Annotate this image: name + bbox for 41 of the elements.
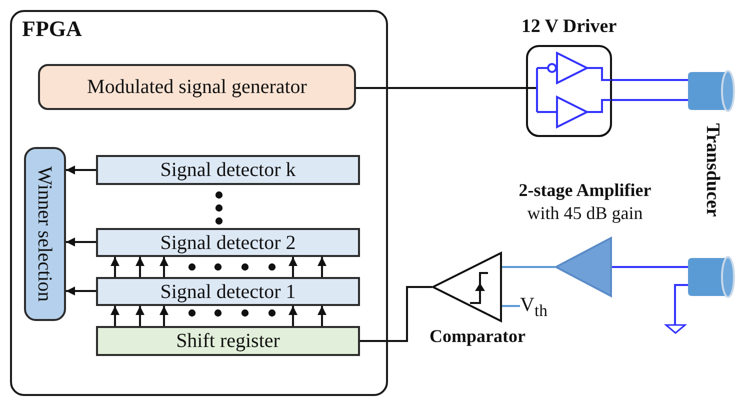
box-label: Signal detector 1 [160,282,296,302]
box-label: Winner selection [35,166,55,302]
wire [360,286,432,342]
box-label: Shift register [176,331,280,351]
wire [612,266,688,268]
register-box [96,326,360,356]
wire [612,79,688,81]
arrow [288,257,298,277]
block-title: 2-stage Amplifier [518,180,652,201]
wire [502,305,520,307]
threshold-label: V$_{th}$ [520,294,548,321]
arrow [110,306,120,326]
arrow [160,306,168,326]
arrow [66,286,96,296]
detector-box [96,228,360,257]
detector-box [96,155,360,185]
generator-box [38,64,356,110]
block-subtitle: with 45 dB gain [526,203,644,224]
arrow [66,238,96,246]
container-title: FPGA [22,16,82,42]
wire [612,99,688,101]
arrow [318,306,326,326]
block-title: 12 V Driver [520,16,618,38]
arrow [318,257,326,277]
arrow [288,306,298,326]
arrow [66,166,96,174]
wire [674,284,688,325]
block-title: Comparator [428,326,526,347]
arrow [136,306,144,326]
wire [356,87,526,89]
fpga-container [10,10,388,396]
selection-box [24,147,66,321]
detector-box [96,277,360,306]
box-label: Modulated signal generator [87,77,307,97]
transducer-label: Transducer [701,123,723,217]
arrow [160,257,168,277]
arrow [136,257,144,277]
box-label: Signal detector k [160,160,296,180]
wire [502,266,555,268]
box-label: Signal detector 2 [160,232,296,252]
arrow [110,257,120,277]
